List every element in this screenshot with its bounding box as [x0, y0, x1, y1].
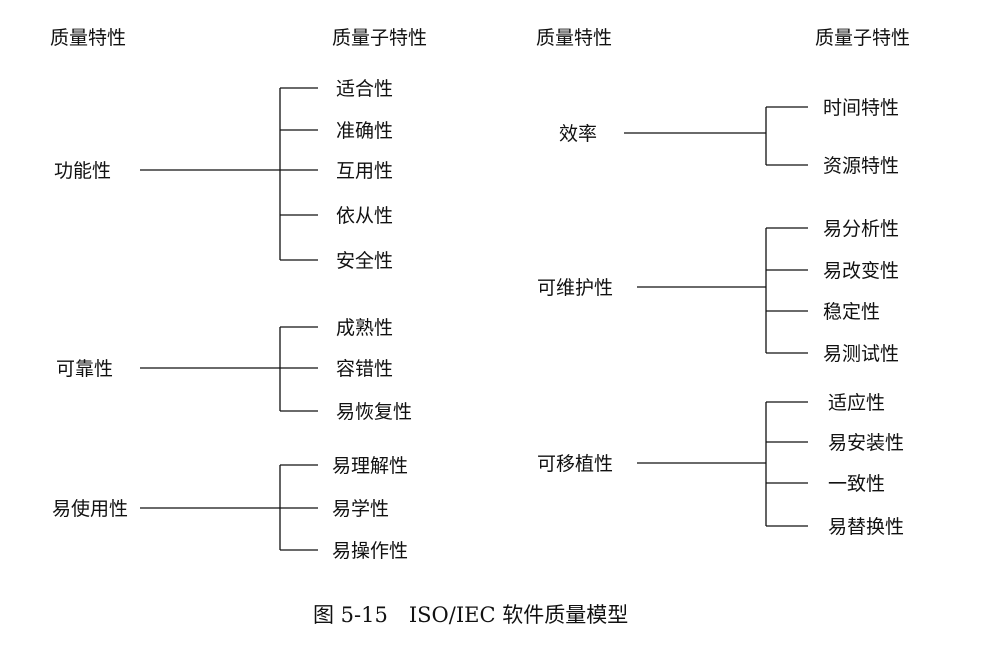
header-right-characteristic: 质量特性: [536, 27, 612, 49]
subcharacteristic-label: 适应性: [828, 392, 885, 414]
characteristic-label-portability: 可移植性: [537, 453, 613, 475]
header-left-subcharacteristic: 质量子特性: [332, 27, 427, 49]
subcharacteristic-label: 易测试性: [823, 343, 899, 365]
subcharacteristic-label: 易理解性: [332, 455, 408, 477]
subcharacteristic-label: 易操作性: [332, 540, 408, 562]
subcharacteristic-label: 易分析性: [823, 218, 899, 240]
subcharacteristic-label: 易恢复性: [336, 401, 412, 423]
characteristic-label-reliability: 可靠性: [56, 358, 113, 380]
subcharacteristic-label: 成熟性: [336, 317, 393, 339]
subcharacteristic-label: 准确性: [336, 120, 393, 142]
characteristic-label-functionality: 功能性: [54, 160, 111, 182]
subcharacteristic-label: 易替换性: [828, 516, 904, 538]
subcharacteristic-label: 时间特性: [823, 97, 899, 119]
subcharacteristic-label: 易改变性: [823, 260, 899, 282]
subcharacteristic-label: 适合性: [336, 78, 393, 100]
figure-caption: 图 5-15 ISO/IEC 软件质量模型: [313, 603, 628, 627]
subcharacteristic-label: 易学性: [332, 498, 389, 520]
subcharacteristic-label: 资源特性: [823, 155, 899, 177]
characteristic-label-efficiency: 效率: [559, 123, 597, 145]
header-left-characteristic: 质量特性: [50, 27, 126, 49]
groups-layer: 功能性适合性准确性互用性依从性安全性可靠性成熟性容错性易恢复性易使用性易理解性易…: [52, 78, 904, 562]
subcharacteristic-label: 一致性: [828, 473, 885, 495]
subcharacteristic-label: 互用性: [336, 160, 393, 182]
subcharacteristic-label: 稳定性: [823, 301, 880, 323]
characteristic-label-maintainability: 可维护性: [537, 277, 613, 299]
subcharacteristic-label: 安全性: [336, 250, 393, 272]
subcharacteristic-label: 依从性: [336, 205, 393, 227]
header-right-subcharacteristic: 质量子特性: [815, 27, 910, 49]
subcharacteristic-label: 容错性: [336, 358, 393, 380]
subcharacteristic-label: 易安装性: [828, 432, 904, 454]
characteristic-label-usability: 易使用性: [52, 498, 128, 520]
